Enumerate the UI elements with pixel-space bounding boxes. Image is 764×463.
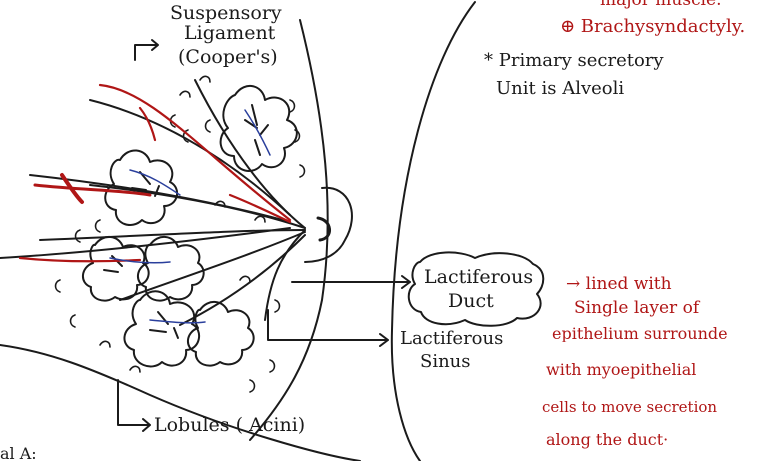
duct-note-line-4: with myoepithelial xyxy=(546,362,696,378)
duct-note-line-5: cells to move secretion xyxy=(542,400,764,415)
brachysyndactyly-note: ⊕ Brachysyndactyly. xyxy=(560,18,745,36)
suspensory-label-line2: Ligament xyxy=(184,24,275,43)
blue-vessel-3 xyxy=(150,320,205,323)
major-muscle-note: major muscle. xyxy=(600,0,722,9)
primary-secretory-note-line1: * Primary secretory xyxy=(484,52,664,70)
duct-note-line-3: epithelium surrounde xyxy=(552,326,764,342)
lactiferous-sinus-label-line1: Lactiferous xyxy=(400,330,503,348)
lactiferous-sinus-label-line2: Sinus xyxy=(420,353,471,371)
lobule-middle xyxy=(83,237,149,301)
duct-4 xyxy=(120,232,305,300)
lobules-label: Lobules ( Acini) xyxy=(154,416,305,435)
duct-note-line-6: along the duct· xyxy=(546,432,668,448)
duct-leader-line xyxy=(292,276,410,288)
suspensory-arrow xyxy=(135,40,158,60)
lobule-lower xyxy=(124,291,199,366)
primary-secretory-note-line2: Unit is Alveoli xyxy=(496,80,624,98)
suspensory-label-line3: (Cooper's) xyxy=(178,48,278,67)
duct-6 xyxy=(265,230,305,320)
chest-wall-outline xyxy=(392,2,475,461)
lactiferous-duct-label-line2: Duct xyxy=(448,292,494,311)
lobule-upper xyxy=(221,86,297,171)
ligament-1 xyxy=(90,100,290,215)
sinus-leader-line xyxy=(268,310,388,346)
lobule-lower-right xyxy=(188,302,254,366)
duct-note-line-1: → lined with xyxy=(566,276,672,293)
red-vessel-1-branch xyxy=(140,108,155,140)
partial-left-label: al A: xyxy=(0,446,37,462)
duct-note-line-2: Single layer of xyxy=(574,300,699,317)
lactiferous-duct-label-line1: Lactiferous xyxy=(424,268,533,287)
suspensory-label-line1: Suspensory xyxy=(170,4,282,23)
